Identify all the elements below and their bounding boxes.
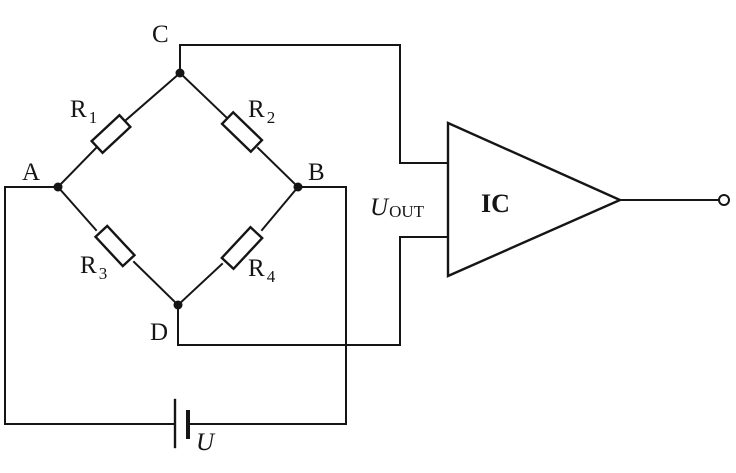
output-voltage-label: UOUT [370, 194, 425, 221]
bridge-wires [56, 71, 300, 307]
wire-c-r1 [124, 71, 182, 122]
node-c-dot [175, 68, 185, 78]
wire-r2-b [256, 146, 300, 189]
node-c-label: C [152, 21, 169, 48]
wire-a-r3 [56, 185, 98, 232]
supply-circuit [4, 186, 347, 449]
resistor-r1 [89, 113, 133, 155]
wire-b-r4 [260, 185, 300, 232]
wire-c-r2 [178, 71, 228, 119]
supply-voltage-label: U [196, 429, 216, 456]
wire-r1-a [56, 146, 98, 189]
wire-r4-d [176, 262, 224, 307]
wire-d-to-amp [177, 236, 449, 346]
node-b-dot [293, 182, 303, 192]
node-d-label: D [150, 319, 168, 346]
amplifier-input-wires [177, 44, 449, 346]
resistor-r3 [93, 224, 137, 268]
amplifier-triangle [446, 121, 623, 278]
output-terminal [718, 194, 730, 206]
resistor-r2 [220, 110, 264, 154]
wire-c-to-amp [179, 44, 449, 164]
wire-r3-d [132, 260, 180, 307]
node-d-dot [173, 300, 183, 310]
node-a-label: A [22, 159, 40, 186]
node-b-label: B [308, 159, 325, 186]
wire-b-to-battery [187, 186, 347, 425]
node-a-dot [53, 182, 63, 192]
amplifier-label: IC [481, 189, 510, 218]
resistor-r4 [220, 225, 264, 271]
wire-a-to-battery [4, 186, 176, 425]
